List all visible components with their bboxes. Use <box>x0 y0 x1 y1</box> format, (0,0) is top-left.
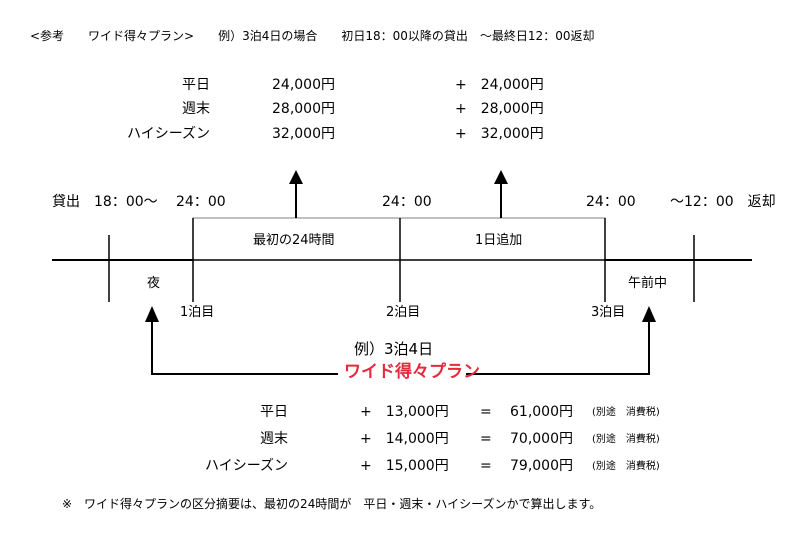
return-label: ～12：00 返却 <box>670 194 776 210</box>
weekend-label: 週末 <box>182 101 210 117</box>
equals-high: = <box>480 458 492 474</box>
night-1-label: 1泊目 <box>180 305 215 320</box>
midnight-3-label: 24：00 <box>586 194 636 210</box>
midnight-1-label: 24：00 <box>176 194 226 210</box>
total-label-weekday: 平日 <box>260 404 288 420</box>
left-bracket-head <box>145 306 159 322</box>
first-day-arrow-head <box>289 170 303 184</box>
equals-weekday: = <box>480 404 492 420</box>
total-add-weekend: + 14,000円 <box>360 431 449 447</box>
night-label: 夜 <box>147 276 161 291</box>
left-bracket <box>151 314 338 375</box>
first-day-price-high: 32,000円 <box>272 126 335 142</box>
equals-weekend: = <box>480 431 492 447</box>
weekday-label: 平日 <box>182 77 210 93</box>
total-add-high: + 15,000円 <box>360 458 449 474</box>
total-add-weekday: + 13,000円 <box>360 404 449 420</box>
added-day-price-weekday: + 24,000円 <box>455 77 544 93</box>
tax-note-weekend: (別途 消費税) <box>592 434 660 445</box>
high-season-label: ハイシーズン <box>126 126 210 142</box>
header-text: <参考 ワイド得々プラン> 例）3泊4日の場合 初日18：00以降の貸出 ～最終… <box>30 29 595 43</box>
first-day-price-weekend: 28,000円 <box>272 101 335 117</box>
right-bracket-head <box>642 306 656 322</box>
night-3-label: 3泊目 <box>591 305 626 320</box>
rental-start-label: 貸出 18：00～ <box>52 194 158 210</box>
footnote: ※ ワイド得々プランの区分摘要は、最初の24時間が 平日・週末・ハイシーズンかで… <box>62 497 602 511</box>
total-label-weekend: 週末 <box>260 431 288 447</box>
midnight-2-label: 24：00 <box>382 194 432 210</box>
night-2-label: 2泊目 <box>386 305 421 320</box>
added-day-arrow-head <box>494 170 508 184</box>
total-weekday: 61,000円 <box>510 404 573 420</box>
total-weekend: 70,000円 <box>510 431 573 447</box>
added-day-label: 1日追加 <box>475 233 523 248</box>
plan-name: ワイド得々プラン <box>344 362 480 382</box>
added-day-price-weekend: + 28,000円 <box>455 101 544 117</box>
tax-note-high: (別途 消費税) <box>592 461 660 472</box>
first-day-price-weekday: 24,000円 <box>272 77 335 93</box>
added-day-price-high: + 32,000円 <box>455 126 544 142</box>
morning-label: 午前中 <box>628 276 668 291</box>
example-title: 例）3泊4日 <box>354 340 434 358</box>
tax-note-weekday: (別途 消費税) <box>592 407 660 418</box>
total-high: 79,000円 <box>510 458 573 474</box>
total-label-high: ハイシーズン <box>204 458 288 474</box>
first-24h-label: 最初の24時間 <box>253 233 335 248</box>
right-bracket <box>466 314 650 375</box>
